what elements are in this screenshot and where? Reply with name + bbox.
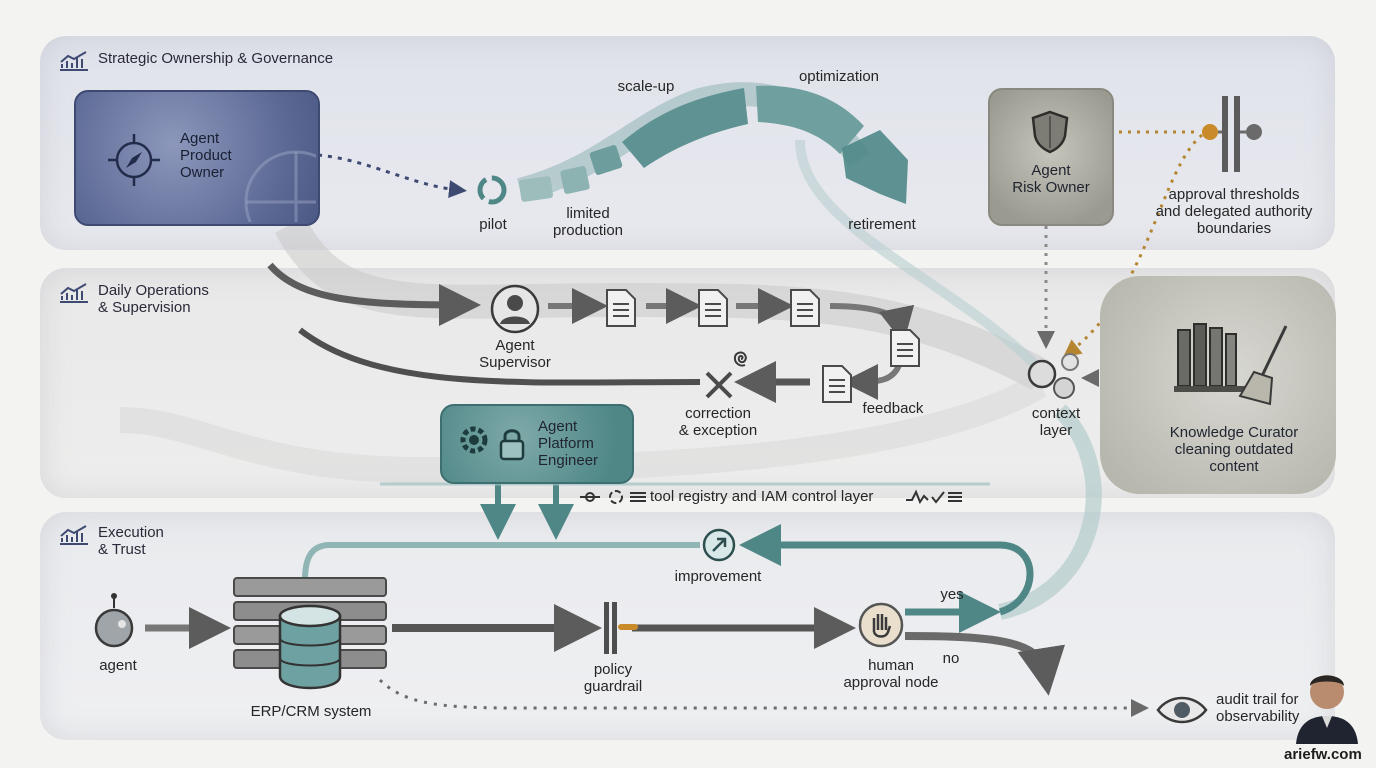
- pilot-icon: [477, 175, 507, 205]
- chart-icon: [60, 283, 88, 303]
- lane-title-daily: Daily Operations& Supervision: [58, 282, 209, 316]
- lifecycle-block-1: [519, 176, 553, 202]
- pilot-label: pilot: [479, 216, 507, 233]
- document-icon: [822, 365, 852, 403]
- improvement-loop: [739, 524, 1034, 616]
- lane-title-exec-line2: & Trust: [98, 541, 146, 558]
- document-icon: [698, 289, 728, 327]
- arrow-into-supervisor: [267, 262, 481, 326]
- globe-watermark-icon: [244, 150, 316, 222]
- lane-title-daily-line1: Daily Operations: [98, 282, 209, 299]
- compass-icon: [108, 134, 160, 186]
- policy-guardrail-icon: [604, 602, 638, 654]
- agent-robot-icon: [94, 593, 134, 648]
- gear-icon: [460, 426, 488, 454]
- hand-stop-icon: [858, 602, 904, 648]
- document-icon: [790, 289, 820, 327]
- context-to-exec-stream: [998, 404, 1102, 620]
- retirement-label: retirement: [848, 216, 916, 233]
- owner-to-pilot-arrow: [317, 153, 467, 199]
- tool-registry-label: tool registry and IAM control layer: [650, 488, 874, 505]
- scale-up-label: scale-up: [617, 78, 675, 95]
- erp-database-icon: [233, 577, 387, 690]
- tool-registry-icons: [580, 490, 646, 504]
- shield-icon: [1031, 110, 1069, 154]
- main-flow-band: [274, 216, 1049, 390]
- lifecycle-block-4: [622, 88, 748, 168]
- lifecycle-block-5: [756, 85, 864, 154]
- document-icon: [890, 329, 920, 367]
- optimization-label: optimization: [798, 68, 880, 85]
- lane-title-daily-line2: & Supervision: [98, 299, 191, 316]
- credit-label: ariefw.com: [1284, 746, 1362, 763]
- spiral-icon: [733, 351, 747, 367]
- arrow-doc3-doc4: [829, 303, 915, 344]
- lane-title-strategic: Strategic Ownership & Governance: [58, 50, 333, 72]
- retirement-arrow: [842, 130, 908, 204]
- lock-icon: [499, 429, 525, 461]
- audit-trail-dotted: [378, 678, 1149, 717]
- lifecycle-block-3: [589, 145, 623, 175]
- author-photo: [1296, 675, 1358, 744]
- lane-title-exec: Execution& Trust: [58, 524, 164, 558]
- chart-icon: [60, 51, 88, 71]
- correction-x-icon: [705, 371, 733, 399]
- correction-return-arrow: [298, 327, 701, 386]
- erp-label: ERP/CRM system: [250, 703, 372, 720]
- lifecycle-block-2: [560, 166, 590, 194]
- eye-icon: [1156, 696, 1208, 724]
- lane-title-exec-line1: Execution: [98, 524, 164, 541]
- threshold-slider-icon: [1202, 96, 1262, 172]
- context-layer-bubbles-icon: [1027, 353, 1079, 399]
- improvement-label: improvement: [674, 568, 762, 585]
- yes-label: yes: [940, 586, 964, 603]
- context-stream: [795, 139, 1054, 384]
- no-label: no: [942, 650, 960, 667]
- supervisor-avatar-icon: [490, 284, 540, 334]
- lane-title-strategic-text: Strategic Ownership & Governance: [98, 50, 334, 67]
- improvement-arrow-icon: [702, 528, 736, 562]
- document-icon: [606, 289, 636, 327]
- feedback-label: feedback: [862, 400, 924, 417]
- correction-label: correction& exception: [678, 405, 758, 439]
- thresholds-to-context: [1062, 133, 1203, 358]
- chart-icon: [60, 525, 88, 545]
- approval-no-arrow: [904, 632, 1065, 696]
- improvement-to-erp: [302, 542, 700, 581]
- books-broom-icon: [1174, 323, 1288, 406]
- tool-registry-check-icons: [906, 489, 962, 505]
- agent-label: agent: [99, 657, 137, 674]
